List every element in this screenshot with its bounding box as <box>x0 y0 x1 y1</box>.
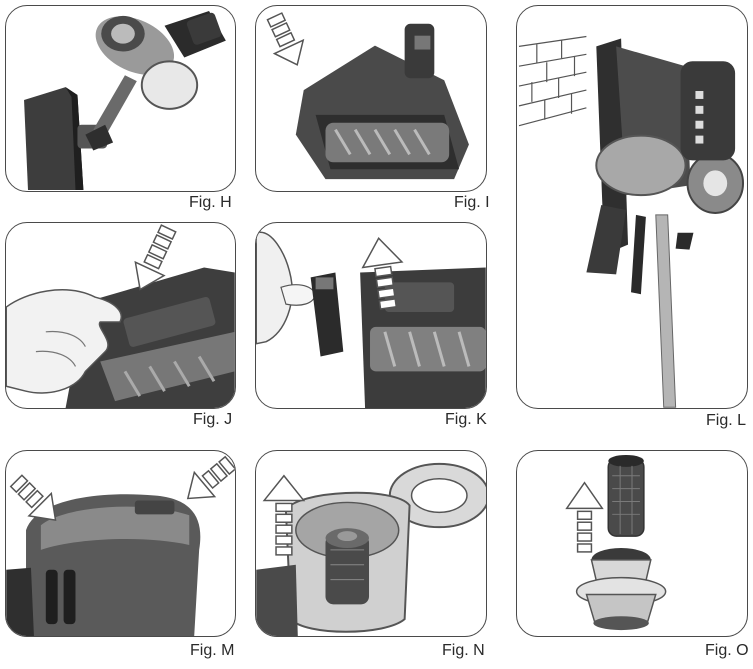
fig-h-illustration <box>24 10 226 191</box>
fig-j-illustration <box>6 224 235 408</box>
figure-i-caption: Fig. I <box>454 194 490 211</box>
figure-k-caption: Fig. K <box>445 411 487 428</box>
down-arrow-icon <box>9 474 57 521</box>
figure-k-panel <box>255 222 487 409</box>
figure-l-caption: Fig. L <box>706 412 747 429</box>
fig-m-illustration <box>6 455 235 636</box>
figure-i-panel <box>255 5 487 192</box>
up-arrow-icon <box>565 481 604 553</box>
fig-n-illustration <box>256 462 486 636</box>
figure-m-panel <box>5 450 236 637</box>
down-arrow-icon <box>134 224 177 291</box>
figure-o-caption: Fig. O <box>705 642 749 659</box>
fig-l-illustration <box>518 35 745 408</box>
figure-l-panel <box>516 5 748 409</box>
figure-j-caption: Fig. J <box>193 411 233 428</box>
figure-o-panel <box>516 450 748 637</box>
down-arrow-icon <box>266 12 305 66</box>
figure-n-panel <box>255 450 487 637</box>
up-arrow-icon <box>361 237 404 310</box>
fig-o-illustration <box>565 454 667 631</box>
figure-h-panel <box>5 5 236 192</box>
fig-i-illustration <box>266 12 469 180</box>
figure-j-panel <box>5 222 236 409</box>
down-arrow-icon <box>186 455 235 500</box>
fig-k-illustration <box>256 231 486 408</box>
figure-m-caption: Fig. M <box>190 642 235 659</box>
figure-h-caption: Fig. H <box>189 194 232 211</box>
up-arrow-icon <box>262 474 306 556</box>
figure-n-caption: Fig. N <box>442 642 485 659</box>
